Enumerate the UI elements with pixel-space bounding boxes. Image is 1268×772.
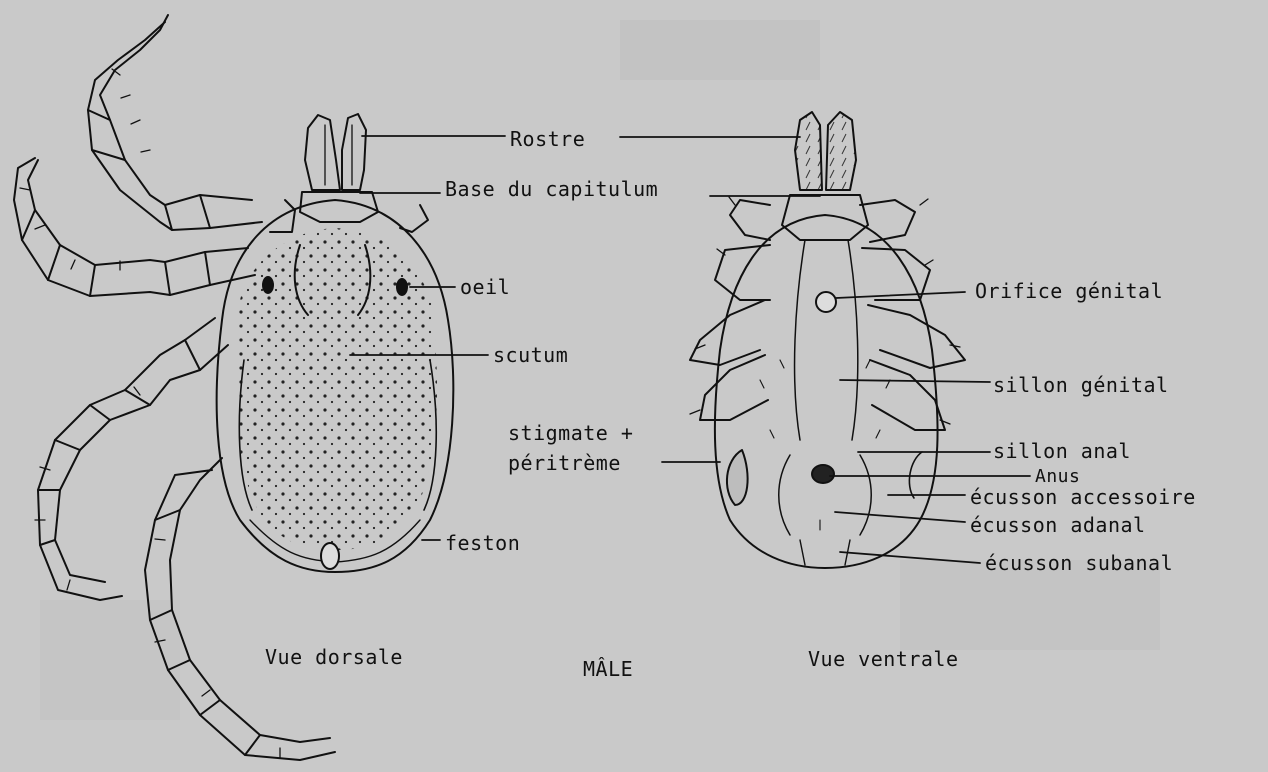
ventral-legs-left — [690, 197, 770, 420]
ventral-anus-icon — [812, 465, 834, 483]
label-ecusson-adanal: écusson adanal — [970, 514, 1146, 536]
ventral-stigmate — [727, 450, 748, 505]
label-feston: feston — [445, 532, 520, 554]
ventral-rostre — [795, 112, 856, 190]
ventral-base-capitulum — [782, 195, 868, 240]
ventral-view — [620, 112, 1030, 568]
label-scutum: scutum — [493, 344, 568, 366]
dorsal-anal-plate — [321, 543, 339, 569]
caption-vue-dorsale: Vue dorsale — [265, 646, 403, 668]
label-sillon-genital: sillon génital — [993, 374, 1169, 396]
label-oeil: oeil — [460, 276, 510, 298]
background-texture — [40, 20, 1160, 720]
label-base-capitulum: Base du capitulum — [445, 178, 658, 200]
caption-vue-ventrale: Vue ventrale — [808, 648, 959, 670]
label-orifice-genital: Orifice génital — [975, 280, 1163, 302]
dorsal-rostre — [305, 114, 366, 190]
dorsal-eye-left-icon — [263, 277, 273, 293]
ventral-leader-lines — [620, 137, 1030, 563]
label-stigmate: stigmate + — [508, 422, 633, 444]
label-peritreme: péritrème — [508, 452, 621, 474]
label-rostre: Rostre — [510, 128, 585, 150]
dorsal-leg-3 — [35, 318, 228, 600]
dorsal-leg-1 — [88, 15, 262, 230]
dorsal-eye-right-icon — [397, 279, 407, 295]
ventral-body — [715, 215, 938, 568]
ventral-genital-orifice-icon — [816, 292, 836, 312]
label-sillon-anal: sillon anal — [993, 440, 1131, 462]
label-ecusson-subanal: écusson subanal — [985, 552, 1173, 574]
caption-sex: MÂLE — [583, 658, 633, 680]
label-ecusson-accessoire: écusson accessoire — [970, 486, 1196, 508]
